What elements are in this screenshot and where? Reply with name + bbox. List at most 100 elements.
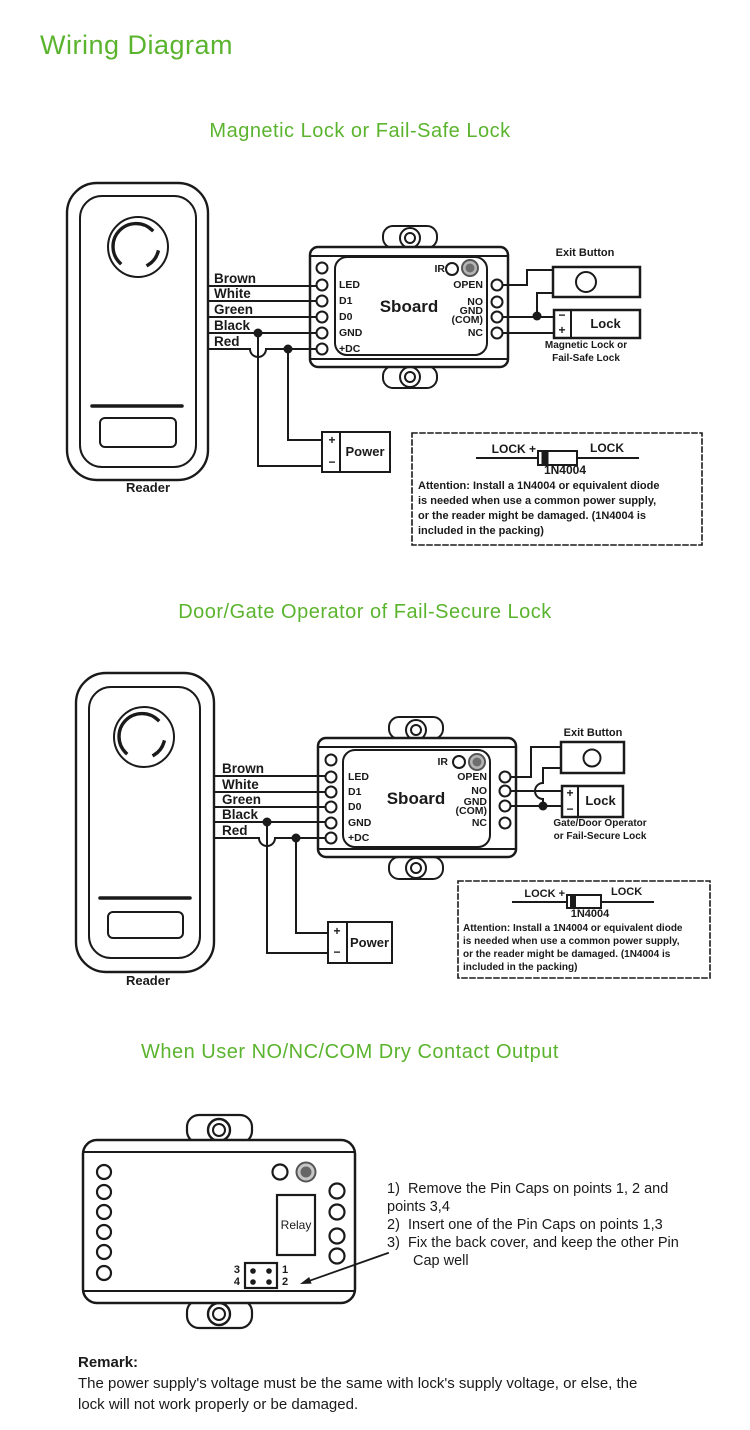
lock-caption-line2: or Fail-Secure Lock <box>553 831 647 842</box>
pin-label-no: NO <box>471 785 487 797</box>
pin-2-label: 2 <box>282 1276 289 1288</box>
power-label: Power <box>345 444 385 459</box>
attention-text-line1: Attention: Install a 1N4004 or equivalen… <box>418 480 660 492</box>
d1-reader-outline <box>65 181 210 482</box>
lock-minus: − <box>566 802 574 816</box>
pin-label-no: NO <box>467 296 483 308</box>
lock-plus: + <box>558 323 566 337</box>
attention-text-line3: or the reader might be damaged. (1N4004 … <box>463 949 671 960</box>
attention-text-line4: included in the packing) <box>463 962 578 973</box>
d1-reader-wires <box>207 285 323 467</box>
instruction-line5: Cap well <box>413 1253 469 1269</box>
wire-label-green: Green <box>222 792 262 807</box>
pin-label-open: OPEN <box>457 771 487 783</box>
pin-label-dc: +DC <box>348 832 370 844</box>
pin-label-com: (COM) <box>451 314 484 326</box>
section-2-title: Door/Gate Operator of Fail-Secure Lock <box>178 601 552 623</box>
relay-label: Relay <box>280 1218 312 1232</box>
d1-board <box>308 225 510 389</box>
pin-label-gnd: GND <box>339 327 363 339</box>
power-label: Power <box>349 935 389 950</box>
power-minus: − <box>333 945 341 959</box>
pin-label-dc: +DC <box>339 343 361 355</box>
exit-button-label: Exit Button <box>563 727 623 739</box>
wire-label-brown: Brown <box>214 271 256 286</box>
reader-label: Reader <box>125 480 171 495</box>
d2-attention-box <box>457 880 711 979</box>
board-name: Sboard <box>379 297 439 316</box>
instruction-line3: 2) Insert one of the Pin Caps on points … <box>387 1217 663 1233</box>
wire-label-white: White <box>222 777 259 792</box>
lock-minus: − <box>558 308 566 322</box>
wire-label-red: Red <box>222 823 248 838</box>
pin-label-gnd-com: GND <box>463 796 487 808</box>
reader-label: Reader <box>125 973 171 988</box>
lock-caption-line1: Magnetic Lock or <box>544 340 628 351</box>
wire-label-white: White <box>214 286 251 301</box>
d2-reader-outline <box>74 671 216 974</box>
lock-label: Lock <box>590 316 621 331</box>
page-title: Wiring Diagram <box>40 30 234 60</box>
remark-line2: lock will not work properly or be damage… <box>78 1396 359 1413</box>
attention-lock-right: LOCK <box>611 886 643 898</box>
pin-label-open: OPEN <box>453 279 483 291</box>
pin-label-d1: D1 <box>348 786 362 798</box>
pin-label-gnd: GND <box>348 817 372 829</box>
wire-label-black: Black <box>222 807 259 822</box>
attention-text-line1: Attention: Install a 1N4004 or equivalen… <box>463 923 683 934</box>
pin-label-d0: D0 <box>348 801 362 813</box>
pin-3-label: 3 <box>233 1264 240 1276</box>
instruction-line2: points 3,4 <box>387 1199 450 1215</box>
lock-plus: + <box>566 786 574 800</box>
attention-text-line2: is needed when use a common power supply… <box>463 936 680 947</box>
pin-label-nc: NC <box>467 327 483 339</box>
d2-reader-wires <box>213 775 329 954</box>
wire-label-brown: Brown <box>222 761 264 776</box>
pin-4-label: 4 <box>233 1276 240 1288</box>
attention-text-line2: is needed when use a common power supply… <box>418 495 657 507</box>
ir-label: IR <box>437 756 449 768</box>
section-3-title: When User NO/NC/COM Dry Contact Output <box>141 1041 559 1063</box>
pin-1-label: 1 <box>282 1264 289 1276</box>
d3-pointer-arrow <box>300 1251 390 1284</box>
attention-lock-left: LOCK + <box>524 888 565 900</box>
remark-line1: The power supply's voltage must be the s… <box>78 1375 638 1392</box>
pin-label-com: (COM) <box>455 805 488 817</box>
d2-exit-lock-wiring <box>509 740 626 819</box>
lock-label: Lock <box>585 793 616 808</box>
exit-button-label: Exit Button <box>555 247 615 259</box>
attention-lock-right: LOCK <box>590 441 624 455</box>
d1-exit-lock-wiring <box>501 265 642 340</box>
pin-label-d0: D0 <box>339 311 353 323</box>
lock-caption-line2: Fail-Safe Lock <box>552 353 620 364</box>
board-name: Sboard <box>386 789 446 808</box>
power-plus: + <box>328 433 336 447</box>
lock-caption-line1: Gate/Door Operator <box>553 818 647 829</box>
pin-label-d1: D1 <box>339 295 353 307</box>
power-minus: − <box>328 455 336 469</box>
d3-board <box>81 1113 357 1330</box>
attention-text-line4: included in the packing) <box>418 525 544 537</box>
d2-board <box>316 716 518 880</box>
pin-label-led: LED <box>339 279 360 291</box>
power-plus: + <box>333 924 341 938</box>
d1-power-supply <box>321 431 391 473</box>
pin-label-gnd-com: GND <box>459 305 483 317</box>
remark-heading: Remark: <box>78 1354 139 1371</box>
d1-attention-box <box>411 432 703 546</box>
wire-label-black: Black <box>214 318 251 333</box>
pin-label-nc: NC <box>471 817 487 829</box>
section-1-title: Magnetic Lock or Fail-Safe Lock <box>209 120 511 142</box>
instruction-line4: 3) Fix the back cover, and keep the othe… <box>387 1235 679 1251</box>
attention-text-line3: or the reader might be damaged. (1N4004 … <box>418 510 647 522</box>
ir-label: IR <box>434 263 446 275</box>
attention-diode: 1N4004 <box>570 908 610 920</box>
attention-lock-left: LOCK + <box>491 442 536 456</box>
d2-power-supply <box>327 921 393 964</box>
pin-label-led: LED <box>348 771 369 783</box>
wire-label-red: Red <box>214 334 240 349</box>
wire-label-green: Green <box>214 302 254 317</box>
instruction-line1: 1) Remove the Pin Caps on points 1, 2 an… <box>387 1181 669 1197</box>
